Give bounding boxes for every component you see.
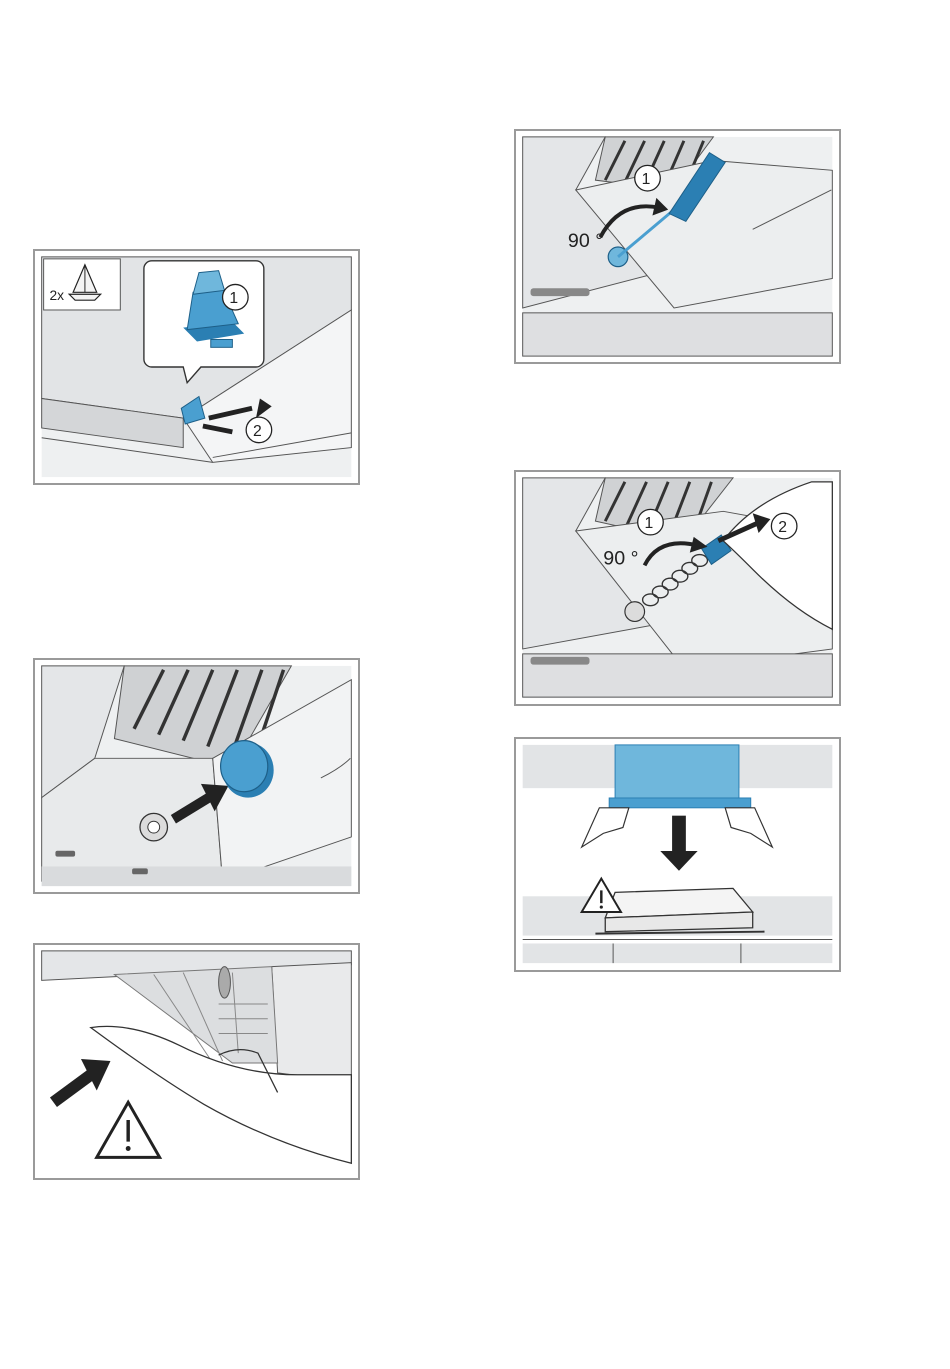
- figure-insert-cap: [33, 658, 360, 894]
- pull-spring-illustration: 1 2 90 °: [516, 472, 839, 704]
- insert-cap-illustration: [35, 660, 358, 892]
- angle-label: 90 °: [603, 547, 638, 569]
- callout-1: 1: [642, 171, 651, 188]
- callout-1: 1: [645, 515, 654, 532]
- figure-hand-hazard: [33, 943, 360, 1180]
- figure-pull-out-spring: 1 2 90 °: [514, 470, 841, 706]
- callout-1: 1: [229, 290, 238, 307]
- figure-remove-filter: [514, 737, 841, 972]
- figure-clip-removal: 2x 1 2: [33, 249, 360, 485]
- angle-label: 90 °: [568, 230, 603, 252]
- callout-2: 2: [253, 423, 262, 440]
- callout-2: 2: [778, 519, 787, 536]
- figure-screwdriver-turn: 1 90 °: [514, 129, 841, 364]
- clip-removal-illustration: 2x 1 2: [35, 251, 358, 483]
- remove-filter-illustration: [516, 739, 839, 970]
- hand-hazard-illustration: [35, 945, 358, 1178]
- screwdriver-illustration: 1 90 °: [516, 131, 839, 362]
- down-arrow-icon: [660, 816, 697, 871]
- quantity-label: 2x: [50, 288, 65, 303]
